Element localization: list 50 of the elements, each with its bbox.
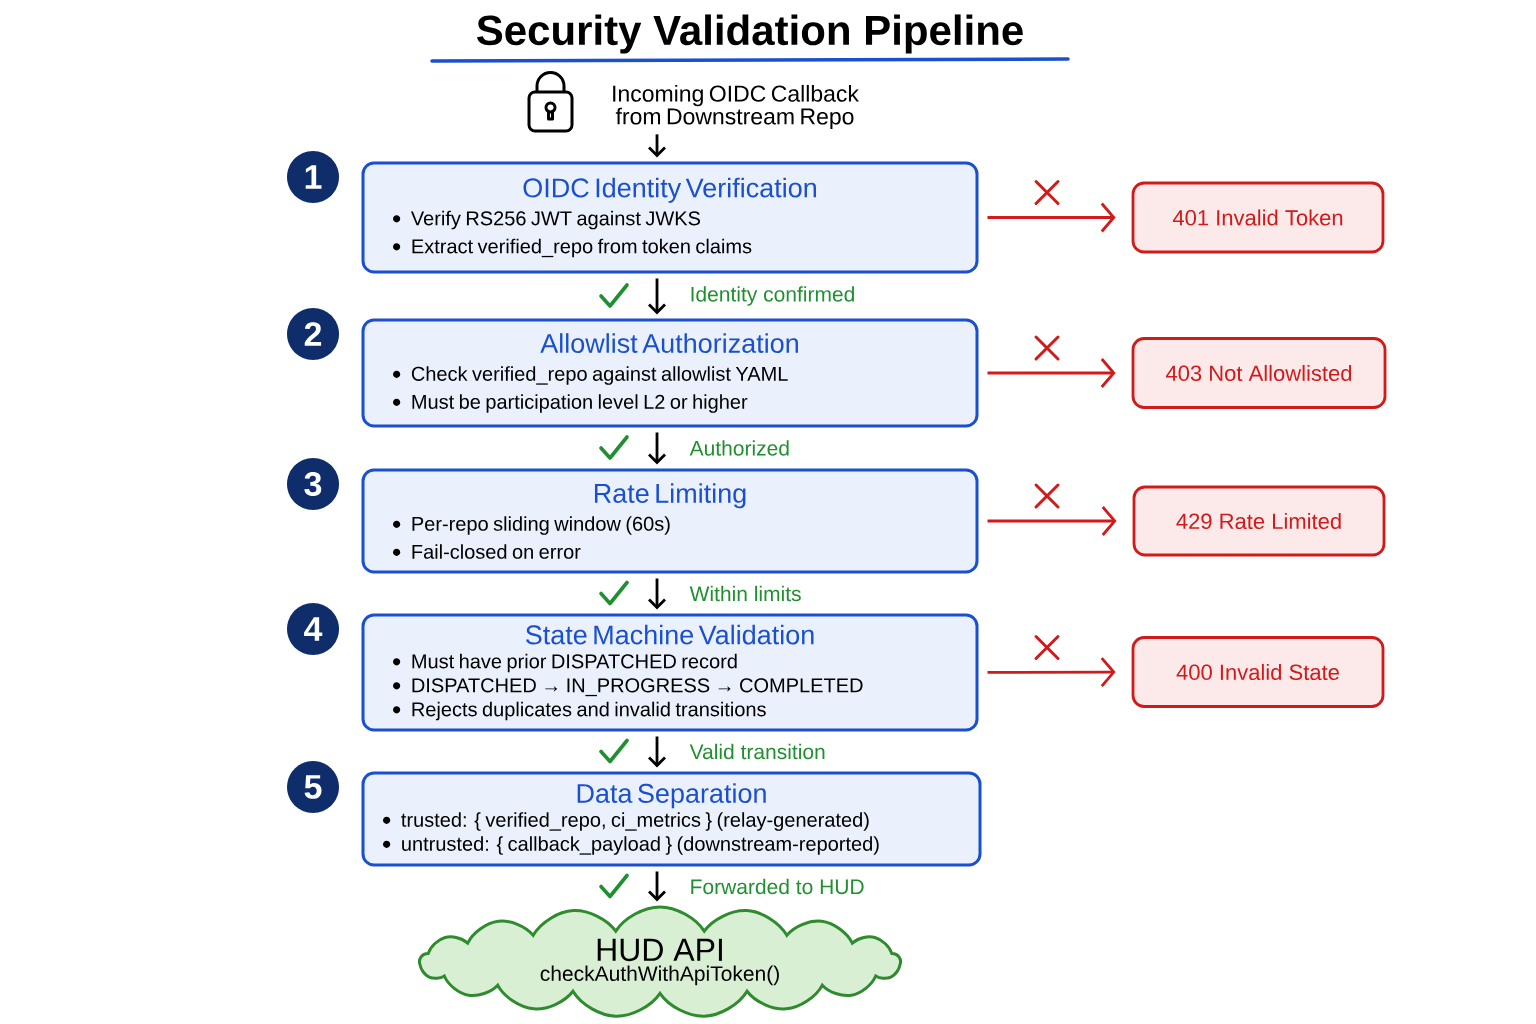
cloud-shape	[418, 905, 902, 1018]
code-text: checkAuthWithApiToken()	[540, 965, 779, 986]
process-box	[361, 468, 979, 574]
bullet-text: Must be participation level L2 or higher	[412, 394, 748, 413]
step-number: 1	[287, 151, 339, 203]
bullet-text: Verify RS256 JWT against JWKS	[410, 210, 700, 230]
process-box	[361, 771, 982, 867]
edge-label: Authorized	[688, 438, 792, 458]
box-title: State Machine Validation	[525, 624, 814, 645]
arrow	[648, 278, 666, 315]
error-box: 400 Invalid State	[1131, 636, 1385, 708]
title: Security Validation Pipeline	[476, 14, 1023, 54]
box-title: Rate Limiting	[594, 483, 746, 509]
bullet-text: Per-repo sliding window (60s)	[412, 516, 670, 535]
arrow	[648, 134, 666, 158]
process-box	[361, 161, 979, 274]
source-label: Incoming OIDC Callback from Downstream Repo	[613, 84, 859, 130]
edge-label: Valid transition	[688, 742, 828, 761]
arrow	[987, 657, 1116, 687]
process-box	[361, 318, 979, 428]
error-box: 429 Rate Limited	[1132, 485, 1386, 557]
cloud-title: HUD API	[597, 938, 722, 962]
bullet-text: DISPATCHED → IN_PROGRESS → COMPLETED	[412, 678, 863, 697]
bullet-text: trusted: { verified_repo, ci_metrics } (relay-generated)	[401, 812, 869, 831]
bullet-text: untrusted: { callback_payload } (downstream-reported)	[402, 836, 879, 855]
arrow	[648, 871, 666, 902]
arrow	[648, 736, 666, 768]
step-number: 3	[287, 458, 339, 510]
step-number: 5	[287, 761, 339, 813]
arrow	[648, 578, 666, 610]
arrow	[648, 432, 666, 465]
bullet-text: Must have prior DISPATCHED record	[412, 653, 737, 673]
edge-label: Forwarded to HUD	[688, 877, 866, 896]
arrow	[987, 202, 1116, 233]
error-box: 403 Not Allowlisted	[1131, 337, 1387, 409]
box-title: Data Separation	[577, 783, 766, 809]
box-title: Allowlist Authorization	[540, 333, 798, 353]
edge-label: Identity confirmed	[688, 284, 857, 308]
error-box: 401 Invalid Token	[1131, 181, 1385, 254]
step-number: 2	[287, 308, 339, 360]
arrow	[987, 506, 1117, 536]
process-box	[361, 613, 979, 732]
bullet-text: Check verified_repo against allowlist YAML	[411, 366, 788, 385]
step-number: 4	[287, 603, 339, 655]
arrow	[987, 358, 1116, 388]
box-title: OIDC Identity Verification	[523, 177, 816, 203]
bullet-text: Fail-closed on error	[412, 544, 581, 559]
bullet-text: Rejects duplicates and invalid transitions	[412, 701, 766, 721]
edge-label: Within limits	[688, 584, 803, 603]
bullet-text: Extract verified_repo from token claims	[412, 238, 752, 258]
